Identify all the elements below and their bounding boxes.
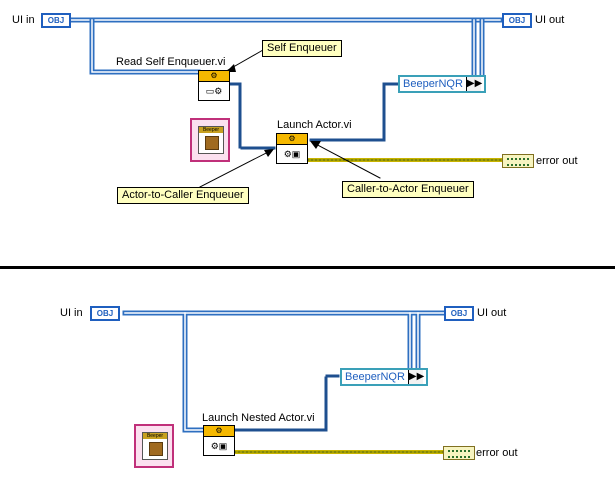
unbundle-arrow-icon: ▶▶ (407, 370, 425, 384)
launch-actor-node[interactable]: ⚙ ⚙▣ (276, 133, 308, 164)
top-ui-out-label: UI out (535, 14, 565, 26)
enqueuer-icon: ▭⚙ (205, 86, 223, 96)
bottom-error-out-terminal[interactable] (443, 446, 475, 460)
top-ui-out-terminal[interactable]: OBJ (502, 13, 532, 28)
gear-icon: ⚙ (204, 426, 234, 437)
caller-to-actor-note: Caller-to-Actor Enqueuer (342, 181, 474, 198)
top-ui-in-label: UI in (12, 14, 35, 26)
launch-nested-actor-label: Launch Nested Actor.vi (202, 412, 315, 424)
beeper-icon-text: Beeper (143, 433, 167, 439)
beeper-icon-text: Beeper (199, 127, 223, 133)
top-beeper-nqr-label: BeeperNQR (403, 78, 463, 90)
cube-icon (149, 442, 163, 456)
top-error-out-terminal[interactable] (502, 154, 534, 168)
unbundle-arrow-icon: ▶▶ (465, 77, 483, 91)
launch-nested-actor-node[interactable]: ⚙ ⚙▣ (203, 425, 235, 456)
gear-icon: ⚙ (277, 134, 307, 145)
bottom-ui-out-label: UI out (477, 307, 507, 319)
bottom-beeper-constant[interactable]: Beeper (134, 424, 174, 468)
section-divider (0, 266, 615, 269)
launch-icon: ⚙▣ (283, 149, 301, 159)
beeper-class-icon: Beeper (198, 126, 224, 154)
top-beeper-nqr-unbundle[interactable]: BeeperNQR▶▶ (398, 75, 486, 93)
bottom-error-out-label: error out (476, 447, 518, 459)
beeper-class-icon: Beeper (142, 432, 168, 460)
actor-to-caller-note: Actor-to-Caller Enqueuer (117, 187, 249, 204)
launch-actor-label: Launch Actor.vi (277, 119, 352, 131)
bottom-ui-out-terminal[interactable]: OBJ (444, 306, 474, 321)
bottom-ui-in-label: UI in (60, 307, 83, 319)
top-error-out-label: error out (536, 155, 578, 167)
bottom-ui-in-terminal[interactable]: OBJ (90, 306, 120, 321)
gear-icon: ⚙ (199, 71, 229, 82)
top-beeper-constant[interactable]: Beeper (190, 118, 230, 162)
launch-icon: ⚙▣ (210, 441, 228, 451)
self-enqueuer-note: Self Enqueuer (262, 40, 342, 57)
cube-icon (205, 136, 219, 150)
read-self-enqueuer-label: Read Self Enqueuer.vi (116, 56, 226, 68)
bottom-beeper-nqr-unbundle[interactable]: BeeperNQR▶▶ (340, 368, 428, 386)
top-ui-in-terminal[interactable]: OBJ (41, 13, 71, 28)
read-self-enqueuer-node[interactable]: ⚙ ▭⚙ (198, 70, 230, 101)
bottom-beeper-nqr-label: BeeperNQR (345, 371, 405, 383)
